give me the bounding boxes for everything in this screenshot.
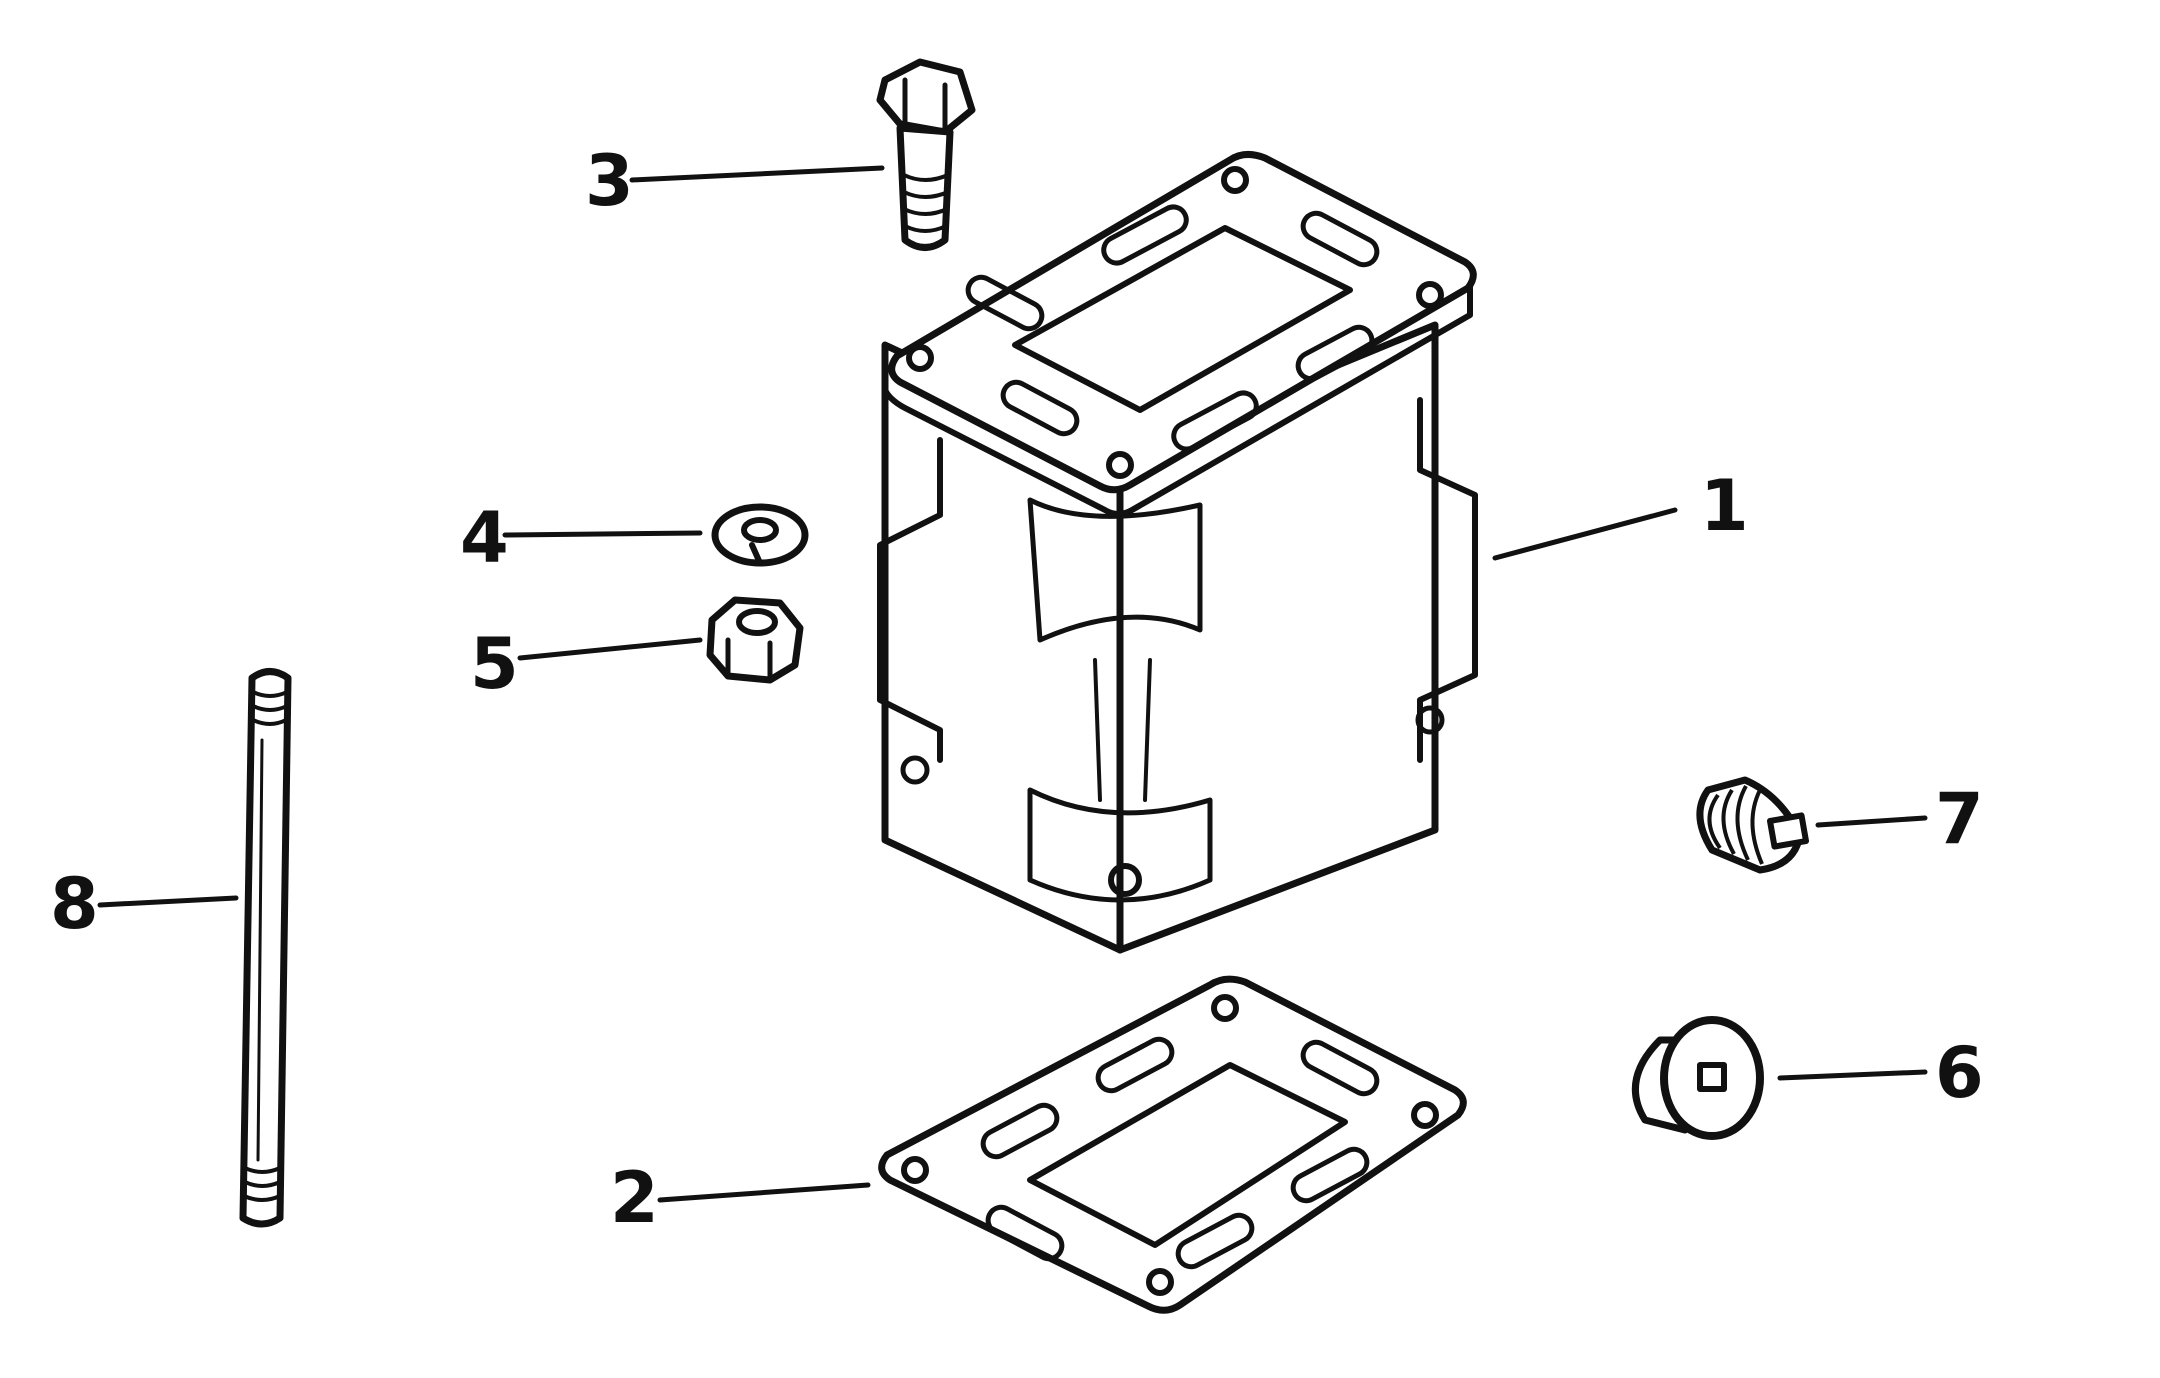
spacer-right-foot-hole (1415, 705, 1445, 735)
slot (1095, 1036, 1175, 1094)
leader-2 (657, 1182, 871, 1203)
leader-4 (502, 530, 703, 538)
slot (1000, 379, 1080, 437)
bolt-head-facets (902, 77, 948, 135)
flange-bolt-hole (1106, 451, 1134, 479)
leader-5 (517, 637, 703, 661)
spacer-bottom-bolt-hole (1108, 863, 1142, 897)
callout-4: 4 (460, 497, 509, 579)
leader-1 (1492, 507, 1678, 561)
slot (1290, 1146, 1370, 1204)
stud-bottom-threads (243, 1166, 281, 1202)
callout-5: 5 (470, 623, 519, 705)
slot (1300, 210, 1380, 268)
slot (1300, 1039, 1380, 1097)
spacer-left-notch (877, 437, 943, 763)
bolt-head (876, 58, 976, 136)
slot (1101, 204, 1189, 266)
slot (1171, 390, 1259, 452)
square-head-plug (1696, 776, 1810, 874)
leader-6 (1777, 1069, 1928, 1081)
washer-split (749, 542, 763, 566)
washer-ring (711, 503, 809, 567)
flange-bolt-hole (1221, 166, 1249, 194)
lock-washer (711, 503, 809, 567)
slot (1175, 1212, 1255, 1270)
callout-7: 7 (1935, 778, 1984, 860)
spacer-top-flange-slots (965, 204, 1380, 452)
screw-threads (1707, 785, 1764, 865)
nut-facets (725, 637, 773, 683)
spacer-top-flange-window (1012, 225, 1353, 413)
spacer-center-window (1027, 497, 1203, 643)
gasket-bolt-hole (1411, 1101, 1439, 1129)
spacer-center-neck (1093, 658, 1152, 802)
hex-bolt (876, 58, 976, 251)
leader-7 (1815, 815, 1928, 828)
gasket-slots (980, 1036, 1380, 1270)
spacer-lower-window (1027, 787, 1213, 903)
stud-shaft (239, 668, 292, 1228)
slot (980, 1102, 1060, 1160)
gasket-window (1027, 1062, 1348, 1248)
leader-3 (629, 165, 885, 183)
gasket-bolt-hole (901, 1156, 929, 1184)
callout-1: 1 (1700, 465, 1749, 547)
leader-8 (97, 895, 239, 908)
plug-face (1660, 1016, 1764, 1140)
nut-hole (736, 608, 778, 636)
flange-bolt-hole (1416, 281, 1444, 309)
bolt-shank (896, 124, 954, 251)
spacer-top-flange-edge (882, 282, 1473, 517)
plug-square-socket (1697, 1062, 1727, 1092)
hex-nut (706, 596, 804, 684)
callout-3: 3 (585, 140, 634, 222)
callout-6: 6 (1935, 1032, 1984, 1114)
callout-numbers: 1 2 3 4 5 6 7 8 (50, 140, 1984, 1239)
stud-shading (256, 738, 264, 1162)
stud (239, 668, 292, 1228)
riser-spacer-block (877, 151, 1478, 954)
flange-bolt-hole (906, 344, 934, 372)
leader-lines (97, 165, 1928, 1203)
callout-2: 2 (610, 1157, 659, 1239)
screw-square-head (1766, 812, 1810, 850)
gasket-bolt-hole (1211, 994, 1239, 1022)
pipe-plug (1631, 1016, 1764, 1140)
callout-8: 8 (50, 863, 99, 945)
washer-hole (741, 517, 779, 543)
stud-top-threads (252, 690, 288, 726)
slot (1295, 324, 1375, 382)
gasket (878, 975, 1467, 1314)
bolt-threads (903, 173, 949, 233)
spacer-left-foot-hole (900, 755, 930, 785)
spacer-top-flange (888, 151, 1477, 494)
slot (985, 1204, 1065, 1262)
gasket-bolt-hole (1146, 1268, 1174, 1296)
slot (965, 274, 1045, 332)
gasket-outline (878, 975, 1467, 1314)
